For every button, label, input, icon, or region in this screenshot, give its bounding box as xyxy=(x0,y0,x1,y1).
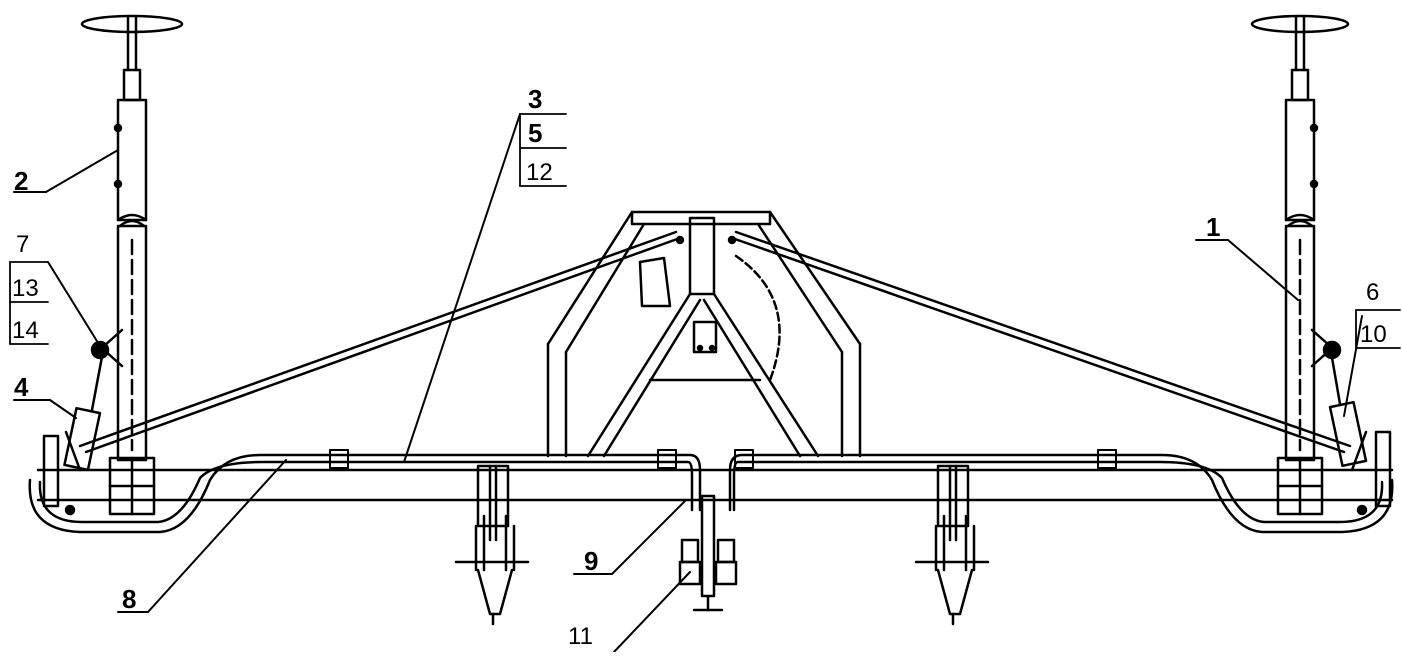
leader-lines xyxy=(13,113,1363,653)
right-mast xyxy=(1250,14,1350,516)
nozzle-right xyxy=(914,464,990,626)
callout-11: 11 xyxy=(568,623,593,650)
callout-4: 4 xyxy=(14,372,29,402)
nozzle-left xyxy=(454,464,530,626)
callout-7: 7 xyxy=(16,231,29,258)
callout-9: 9 xyxy=(584,546,598,576)
left-cylinder xyxy=(42,328,124,516)
hose-couplings xyxy=(329,449,1117,469)
callout-3: 3 xyxy=(528,84,542,114)
guy-cables xyxy=(78,230,1352,454)
callout-labels: 1 2 3 5 12 7 13 14 4 6 10 8 9 11 xyxy=(12,84,1387,650)
hose-left xyxy=(28,453,702,534)
callout-10: 10 xyxy=(1360,321,1387,348)
hitch-frame xyxy=(546,210,862,458)
callout-6: 6 xyxy=(1366,279,1379,306)
right-cylinder xyxy=(1310,328,1392,516)
left-mast xyxy=(80,14,184,516)
callout-2: 2 xyxy=(14,166,28,196)
callout-13: 13 xyxy=(12,275,39,302)
callout-5: 5 xyxy=(528,118,542,148)
hose-right xyxy=(728,453,1394,534)
callout-8: 8 xyxy=(122,584,136,614)
callout-1: 1 xyxy=(1206,212,1220,242)
label-frames xyxy=(9,113,1401,349)
callout-12: 12 xyxy=(526,159,553,186)
central-valve xyxy=(678,494,738,612)
callout-14: 14 xyxy=(12,317,39,344)
